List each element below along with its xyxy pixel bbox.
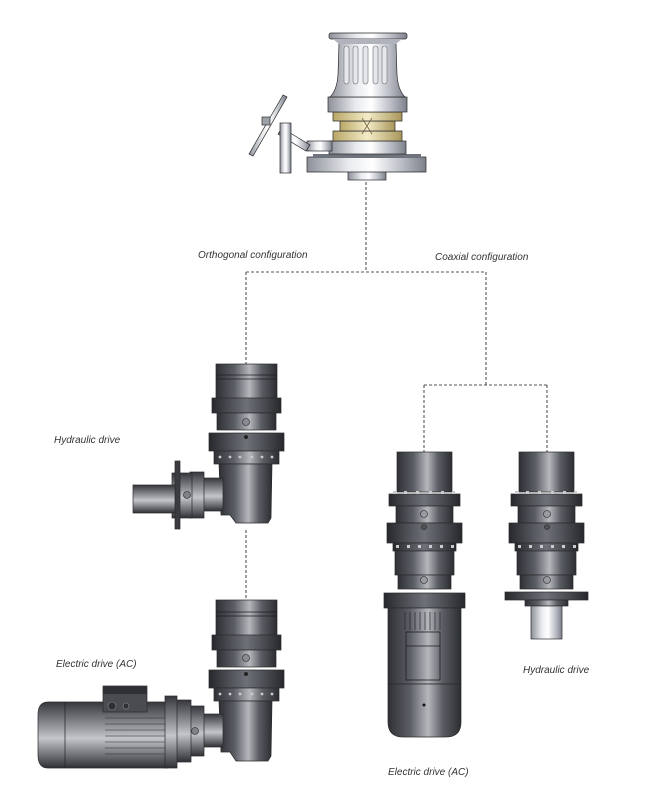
coaxial-gearbox-hydraulic-icon xyxy=(504,451,589,640)
label-orthogonal-hydraulic-drive: Hydraulic drive xyxy=(54,435,121,446)
label-coaxial-hydraulic-drive: Hydraulic drive xyxy=(523,665,590,676)
orthogonal-gearbox-electric-icon xyxy=(37,599,285,769)
label-coaxial-electric-drive: Electric drive (AC) xyxy=(388,767,469,778)
label-orthogonal-configuration: Orthogonal configuration xyxy=(198,250,308,261)
label-coaxial-configuration: Coaxial configuration xyxy=(435,252,529,263)
label-orthogonal-electric-drive: Electric drive (AC) xyxy=(56,659,137,670)
coaxial-gearbox-electric-icon xyxy=(383,451,466,738)
winch-capstan-icon xyxy=(248,32,427,181)
orthogonal-gearbox-hydraulic-icon xyxy=(132,363,285,530)
connector-lines xyxy=(245,182,548,600)
